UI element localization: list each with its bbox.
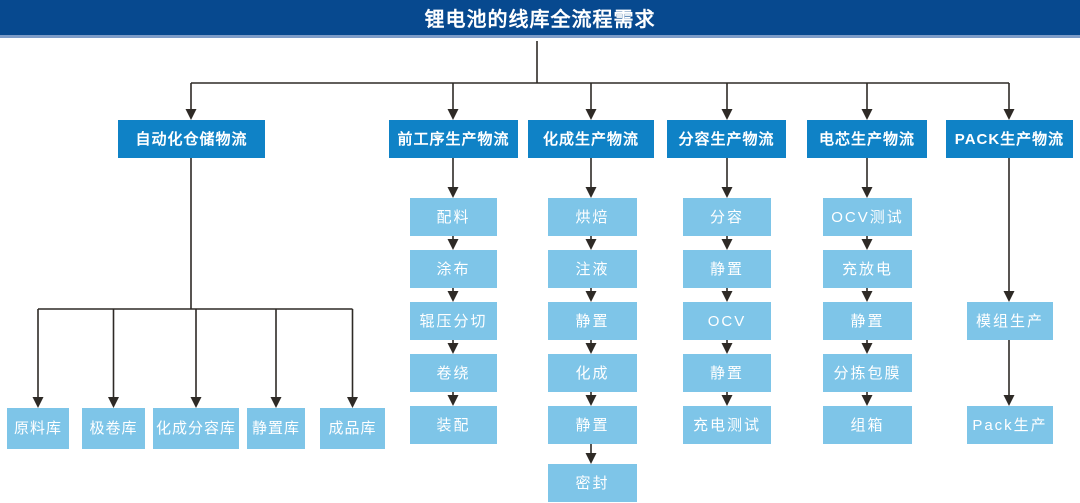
step-box-pre-process-1: 涂布: [410, 250, 497, 288]
warehouse-box-1-label: 极卷库: [89, 420, 138, 437]
category-box-cell-production-label: 电芯生产物流: [818, 130, 915, 148]
step-box-formation-1: 注液: [548, 250, 637, 288]
step-box-formation-4: 静置: [548, 406, 637, 444]
step-box-pre-process-4: 装配: [410, 406, 497, 444]
step-box-formation-1-label: 注液: [575, 260, 610, 278]
step-box-capacity-grading-0: 分容: [683, 198, 771, 236]
step-box-cell-production-4: 组箱: [823, 406, 912, 444]
step-box-capacity-grading-2: OCV: [683, 302, 771, 340]
category-box-capacity-grading-label: 分容生产物流: [678, 130, 775, 148]
category-box-formation: 化成生产物流: [528, 120, 654, 158]
category-box-pre-process: 前工序生产物流: [389, 120, 518, 158]
step-box-formation-5-label: 密封: [575, 474, 610, 492]
step-box-pack-production-1-label: Pack生产: [972, 416, 1048, 434]
step-box-formation-3-label: 化成: [575, 364, 610, 382]
step-box-pack-production-0: 模组生产: [967, 302, 1053, 340]
warehouse-box-1: 极卷库: [82, 408, 145, 449]
step-box-cell-production-1: 充放电: [823, 250, 912, 288]
title-banner: 锂电池的线库全流程需求: [0, 0, 1080, 38]
step-box-cell-production-0: OCV测试: [823, 198, 912, 236]
step-box-pre-process-2: 辊压分切: [410, 302, 497, 340]
step-box-capacity-grading-2-label: OCV: [707, 312, 747, 330]
step-box-pack-production-0-label: 模组生产: [975, 312, 1044, 330]
step-box-formation-3: 化成: [548, 354, 637, 392]
category-box-automated-warehouse-label: 自动化仓储物流: [135, 130, 248, 148]
step-box-pre-process-3-label: 卷绕: [436, 364, 471, 382]
warehouse-box-0-label: 原料库: [13, 420, 62, 437]
step-box-formation-0-label: 烘焙: [575, 208, 610, 226]
category-box-pack-production: PACK生产物流: [946, 120, 1073, 158]
step-box-pre-process-0-label: 配料: [436, 208, 471, 226]
step-box-capacity-grading-1-label: 静置: [709, 260, 744, 278]
step-box-formation-5: 密封: [548, 464, 637, 502]
category-box-formation-label: 化成生产物流: [542, 130, 639, 148]
step-box-cell-production-3: 分拣包膜: [823, 354, 912, 392]
warehouse-box-4-label: 成品库: [328, 420, 377, 437]
step-box-pre-process-2-label: 辊压分切: [419, 312, 488, 330]
step-box-formation-2-label: 静置: [575, 312, 610, 330]
step-box-capacity-grading-4: 充电测试: [683, 406, 771, 444]
step-box-cell-production-2-label: 静置: [850, 312, 885, 330]
step-box-cell-production-2: 静置: [823, 302, 912, 340]
warehouse-box-4: 成品库: [320, 408, 385, 449]
category-box-cell-production: 电芯生产物流: [807, 120, 927, 158]
step-box-capacity-grading-1: 静置: [683, 250, 771, 288]
step-box-formation-4-label: 静置: [575, 416, 610, 434]
step-box-pre-process-1-label: 涂布: [436, 260, 471, 278]
step-box-pre-process-3: 卷绕: [410, 354, 497, 392]
step-box-formation-2: 静置: [548, 302, 637, 340]
category-box-capacity-grading: 分容生产物流: [667, 120, 786, 158]
step-box-cell-production-0-label: OCV测试: [831, 208, 904, 226]
step-box-capacity-grading-4-label: 充电测试: [692, 416, 761, 434]
step-box-pack-production-1: Pack生产: [967, 406, 1053, 444]
step-box-pre-process-0: 配料: [410, 198, 497, 236]
category-box-automated-warehouse: 自动化仓储物流: [118, 120, 265, 158]
category-box-pack-production-label: PACK生产物流: [954, 130, 1065, 148]
warehouse-box-2: 化成分容库: [153, 408, 239, 449]
step-box-cell-production-3-label: 分拣包膜: [833, 364, 902, 382]
page-title: 锂电池的线库全流程需求: [424, 9, 656, 31]
step-box-cell-production-1-label: 充放电: [841, 260, 893, 278]
warehouse-box-3-label: 静置库: [251, 420, 300, 437]
step-box-cell-production-4-label: 组箱: [850, 416, 885, 434]
warehouse-box-2-label: 化成分容库: [155, 420, 236, 437]
warehouse-box-0: 原料库: [7, 408, 69, 449]
warehouse-box-3: 静置库: [247, 408, 305, 449]
step-box-formation-0: 烘焙: [548, 198, 637, 236]
step-box-capacity-grading-3: 静置: [683, 354, 771, 392]
step-box-capacity-grading-0-label: 分容: [709, 208, 744, 226]
category-box-pre-process-label: 前工序生产物流: [397, 130, 510, 148]
step-box-pre-process-4-label: 装配: [436, 416, 471, 434]
step-box-capacity-grading-3-label: 静置: [709, 364, 744, 382]
